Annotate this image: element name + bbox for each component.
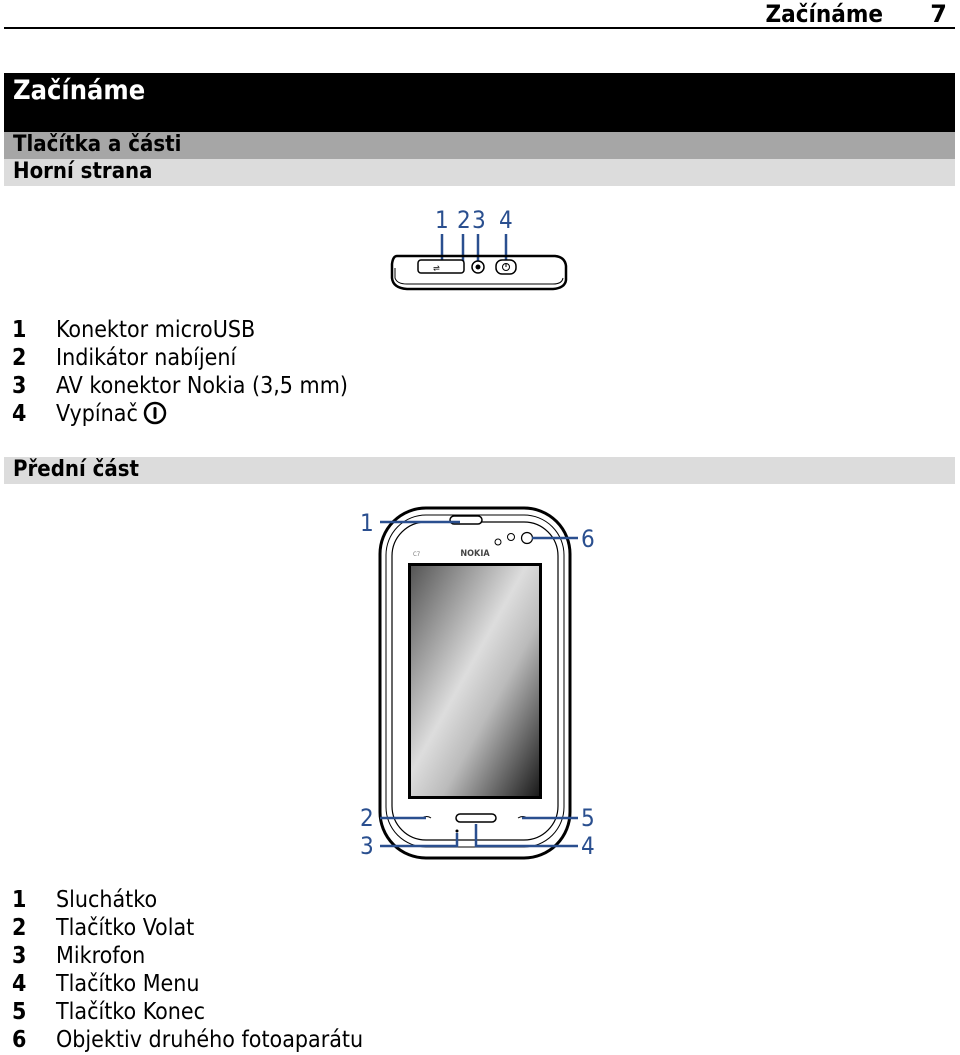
chapter-title: Začínáme	[13, 75, 146, 106]
sensor	[494, 538, 502, 546]
section-title: Tlačítka a části	[13, 132, 182, 157]
nokia-logo: NOKIA	[460, 549, 490, 559]
subsection-front-title: Přední část	[13, 457, 139, 482]
chapter-title-bar: Začínáme	[4, 73, 955, 132]
power-icon	[143, 401, 167, 425]
usb-icon: ⇌	[433, 264, 440, 274]
top-callout-3: 3	[472, 206, 486, 234]
front-leader-4	[474, 824, 578, 848]
page-number: 7	[930, 0, 947, 28]
top-callout-2: 2	[457, 206, 471, 234]
front-callout-2: 2	[360, 804, 374, 832]
menu-key	[455, 813, 497, 823]
section-title-bar: Tlačítka a části	[4, 132, 955, 159]
front-callout-4: 4	[581, 832, 595, 860]
front-callout-6: 6	[581, 525, 595, 553]
sensor	[507, 533, 515, 541]
subsection-front-bar: Přední část	[4, 457, 955, 484]
top-callout-1: 1	[435, 206, 449, 234]
phone-top-outline	[390, 254, 568, 291]
running-header-title: Začínáme	[765, 0, 883, 28]
front-callout-5: 5	[581, 804, 595, 832]
front-callout-3: 3	[360, 832, 374, 860]
front-leader-3	[380, 833, 459, 848]
usb-port	[417, 259, 465, 274]
subsection-top-title: Horní strana	[13, 159, 153, 184]
model-label: C7	[413, 551, 420, 558]
running-header: Začínáme 7	[4, 0, 955, 29]
phone-front-diagram: NOKIA C7 1 6 2 3 5 4	[360, 506, 595, 860]
top-callout-4: 4	[499, 206, 513, 234]
microphone	[455, 829, 459, 833]
phone-top-diagram: 1 2 3 4 ⇌	[390, 206, 568, 291]
subsection-top-bar: Horní strana	[4, 159, 955, 186]
screen	[411, 566, 539, 796]
front-callout-1: 1	[360, 509, 374, 537]
